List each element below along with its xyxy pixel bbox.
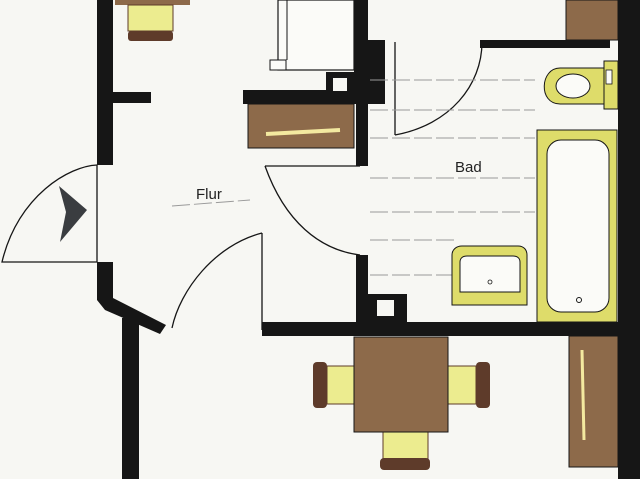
shaft-upper-inner [333,78,347,91]
room-label-flur: Flur [196,186,222,203]
wall-bottom-stub [262,322,276,336]
cabinet-upper [269,0,355,71]
wall-bad-top [480,40,610,48]
wall-bad-left-lower [356,255,368,332]
cabinet-lower-right [568,335,619,468]
bad-upper-door-swing [394,41,483,136]
wall-bad-bottom [262,322,640,336]
entrance-door-swing [1,164,98,263]
wall-bad-left-upper [356,100,368,166]
cabinet-top-right [565,0,619,41]
bad-door-swing [264,165,361,256]
wall-flur-stub [113,92,151,103]
wall-niche-right [354,40,368,104]
wardrobe [247,103,355,149]
shaft-lower-inner [377,300,394,316]
chair-top [115,0,190,41]
entrance-arrow-icon [59,186,87,242]
wall-bad-right [618,0,640,479]
wall-flur-left-upper [97,0,113,165]
wall-lower-left-vertical [122,318,139,479]
bathtub [536,129,618,323]
walls [97,0,640,479]
tile-lines [171,79,535,276]
toilet [543,60,619,110]
dining-table [313,336,490,470]
wall-upper-column [354,0,368,42]
wall-bad-top-left [368,40,385,104]
lower-room-door-swing [171,232,263,329]
room-label-bad: Bad [455,159,482,176]
doors [1,41,483,330]
wash-basin [451,245,528,306]
